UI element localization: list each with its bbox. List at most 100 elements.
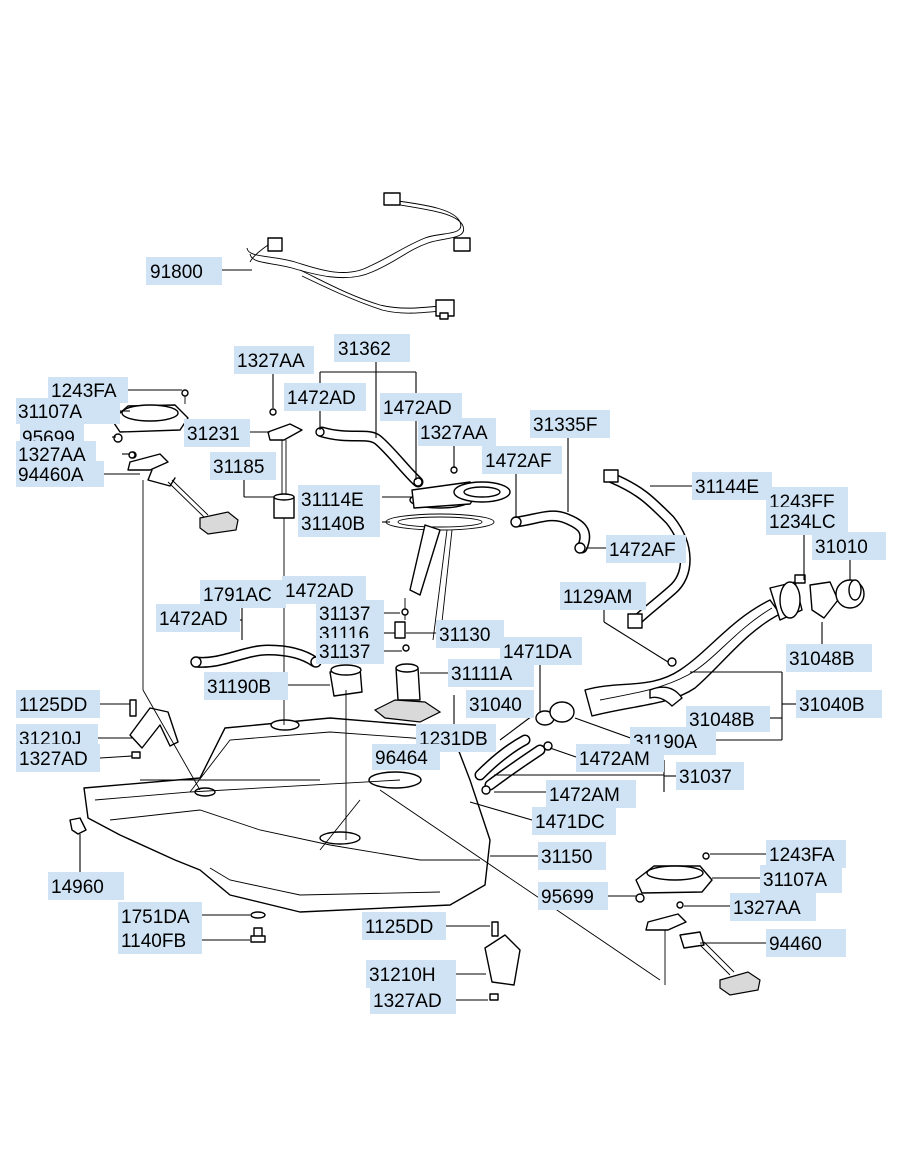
svg-text:1472AD: 1472AD — [287, 388, 356, 409]
hose-31362 — [315, 426, 458, 488]
hose-31190B — [190, 644, 363, 697]
callout-31037: 31037 — [676, 762, 744, 790]
svg-text:31137: 31137 — [319, 604, 370, 625]
callout-1471DA: 1471DA — [500, 637, 582, 665]
guide-lines — [142, 480, 666, 985]
callout-1751DA: 1751DA — [118, 902, 202, 930]
fuel-pump-module — [373, 481, 511, 723]
callout-94460A: 94460A — [16, 461, 104, 487]
svg-text:1471DC: 1471DC — [535, 812, 605, 833]
callout-31040B: 31040B — [796, 690, 882, 718]
svg-text:1327AD: 1327AD — [19, 749, 88, 770]
callout-1327AA-mid: 1327AA — [418, 418, 496, 446]
wiring-harness-91800 — [246, 192, 471, 320]
svg-text:31190B: 31190B — [207, 677, 271, 698]
svg-text:31137: 31137 — [319, 642, 370, 663]
callout-96464: 96464 — [372, 744, 440, 770]
callout-1243FA-right: 1243FA — [766, 840, 846, 868]
svg-text:94460A: 94460A — [18, 465, 84, 486]
svg-text:1140FB: 1140FB — [121, 931, 186, 952]
callout-31040: 31040 — [466, 690, 534, 718]
svg-text:31048B: 31048B — [789, 649, 855, 670]
callout-91800: 91800 — [146, 257, 222, 285]
svg-text:1327AA: 1327AA — [18, 445, 86, 466]
svg-text:31107A: 31107A — [18, 402, 82, 423]
svg-text:1472AM: 1472AM — [579, 749, 650, 770]
callout-31185: 31185 — [210, 452, 276, 480]
svg-text:1751DA: 1751DA — [121, 907, 190, 928]
callout-31335F: 31335F — [530, 410, 610, 438]
sender-cover-right — [635, 852, 761, 996]
callout-31137-b: 31137 — [316, 638, 384, 664]
callout-1234LC: 1234LC — [766, 507, 848, 535]
callout-31114E: 31114E — [298, 485, 380, 513]
callout-1327AA-top: 1327AA — [234, 346, 314, 374]
callout-1472AD-d: 1472AD — [156, 604, 240, 632]
svg-text:1472AD: 1472AD — [383, 398, 452, 419]
callout-1327AD-bottom: 1327AD — [370, 986, 456, 1014]
callout-95699-right: 95699 — [538, 882, 608, 910]
svg-text:31037: 31037 — [679, 767, 732, 788]
callout-31210H: 31210H — [366, 960, 456, 988]
svg-text:31335F: 31335F — [533, 415, 597, 436]
svg-text:94460: 94460 — [769, 934, 822, 955]
callout-1472AD-c: 1472AD — [282, 576, 366, 604]
svg-text:1791AC: 1791AC — [203, 585, 272, 606]
callout-1125DD-left: 1125DD — [16, 690, 100, 718]
bolts-bottom-left — [250, 911, 266, 943]
svg-text:1472AD: 1472AD — [159, 609, 228, 630]
svg-text:31040: 31040 — [469, 695, 522, 716]
callout-31107A-left: 31107A — [16, 398, 120, 424]
callout-1327AA-right: 1327AA — [730, 893, 816, 921]
svg-text:31185: 31185 — [213, 457, 264, 478]
callout-1327AD-left: 1327AD — [16, 744, 100, 772]
svg-text:1243FA: 1243FA — [51, 381, 117, 402]
svg-text:1327AD: 1327AD — [373, 991, 442, 1012]
callout-1472AD-b: 1472AD — [380, 393, 462, 421]
callout-31144E: 31144E — [692, 472, 772, 500]
callout-1472AF-a: 1472AF — [482, 446, 562, 474]
svg-text:31144E: 31144E — [695, 477, 759, 498]
bracket-31210H — [484, 921, 521, 1001]
callout-14960: 14960 — [48, 872, 124, 900]
callout-1472AM-b: 1472AM — [546, 780, 636, 808]
callout-1472AD-a: 1472AD — [284, 383, 366, 411]
callout-31111A: 31111A — [448, 659, 534, 687]
callout-31140B: 31140B — [298, 509, 380, 537]
callout-1791AC: 1791AC — [200, 580, 286, 608]
callout-1472AM-a: 1472AM — [576, 744, 664, 772]
svg-text:1472AD: 1472AD — [285, 581, 354, 602]
fuel-filter-31185 — [267, 408, 303, 519]
svg-text:95699: 95699 — [541, 887, 594, 908]
svg-text:31114E: 31114E — [301, 490, 364, 511]
callout-31231: 31231 — [184, 419, 250, 447]
callout-1472AF-b: 1472AF — [606, 535, 686, 563]
svg-text:31130: 31130 — [439, 625, 490, 646]
svg-text:91800: 91800 — [150, 262, 203, 283]
callout-31130: 31130 — [436, 620, 504, 648]
callout-31010: 31010 — [812, 532, 886, 560]
callout-1125DD-bottom: 1125DD — [362, 912, 446, 940]
sender-cover-left — [111, 389, 239, 535]
vapor-hose-31335F — [510, 510, 591, 554]
svg-text:31040B: 31040B — [799, 695, 865, 716]
svg-text:31231: 31231 — [187, 424, 240, 445]
svg-text:31140B: 31140B — [301, 514, 365, 535]
svg-text:31362: 31362 — [338, 339, 391, 360]
svg-text:31107A: 31107A — [763, 870, 827, 891]
leader-lines — [79, 269, 851, 1001]
svg-text:1243FA: 1243FA — [769, 845, 835, 866]
callout-1471DC: 1471DC — [532, 807, 616, 835]
filler-neck-31040B — [584, 574, 865, 717]
svg-text:96464: 96464 — [375, 748, 428, 769]
svg-text:1125DD: 1125DD — [365, 917, 433, 938]
svg-text:31111A: 31111A — [451, 664, 513, 685]
callout-1129AM: 1129AM — [560, 582, 646, 610]
svg-text:1129AM: 1129AM — [563, 587, 632, 608]
svg-text:1472AF: 1472AF — [485, 451, 552, 472]
svg-text:1327AA: 1327AA — [733, 898, 801, 919]
svg-text:31010: 31010 — [815, 537, 868, 558]
svg-text:14960: 14960 — [51, 877, 104, 898]
callout-31150: 31150 — [538, 842, 606, 870]
